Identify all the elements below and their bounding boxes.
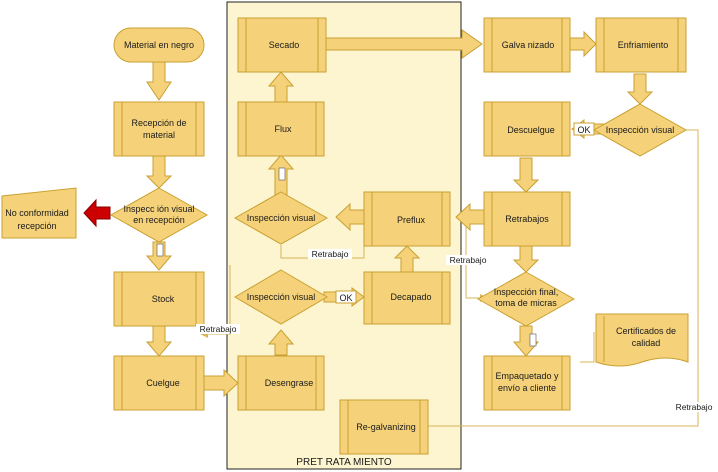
inspeccion-final-label-2: toma de micras: [495, 298, 557, 308]
pretratamiento-label: PRET RATA MIENTO: [296, 457, 392, 468]
arrow-flux-secado: [267, 71, 295, 103]
ok-decapado-connector: OK: [323, 287, 365, 307]
certificados-connector: [580, 332, 595, 363]
stock-box: [113, 271, 205, 327]
retrabajo-preflux-label: Retrabajo: [312, 249, 349, 259]
inspeccion-preflux-label: Inspección visual: [247, 213, 316, 223]
material-en-negro-label: Material en negro: [124, 40, 194, 50]
arrow-retrabajos-left: [455, 202, 485, 232]
inspeccion-preflux-diamond: [233, 191, 329, 245]
empaquetado-label-1: Empaquetado y: [495, 371, 559, 381]
desengrase-label: Desengrase: [265, 378, 314, 388]
enfriamiento-label: Enfriamiento: [618, 40, 669, 50]
process-boxes: [113, 17, 687, 455]
inspeccion-enfriamiento-label: Inspección visual: [606, 125, 675, 135]
inspeccion-final-diamond: [476, 271, 576, 327]
arrow-stock-cuelgue: [145, 325, 173, 357]
cuelgue-box: [113, 355, 205, 411]
arrow-decapado-preflux: [393, 245, 421, 273]
retrabajo-connector-final: [465, 221, 484, 299]
decapado-box: [363, 271, 451, 325]
material-en-negro-terminator: [113, 27, 205, 63]
inspeccion-enfriamiento-diamond: [592, 103, 688, 157]
process-box-sidebars: [121, 18, 679, 454]
retrabajo-regalv-label: Retrabajo: [676, 402, 713, 412]
no-conformidad-label-1: No conformidad: [5, 208, 69, 218]
retrabajos-label: Retrabajos: [505, 214, 549, 224]
inspeccion-recepcion-diamond: [109, 187, 209, 243]
retrabajo-connector-regalv: [428, 129, 699, 427]
inspeccion-recepcion-label-1: Inspecc ión visual: [123, 204, 194, 214]
inspeccion-decapado-diamond: [234, 269, 328, 325]
arrow-enfriamiento-inspeccion: [626, 73, 654, 105]
arrow-secado-galvanizado: [325, 29, 483, 59]
arrow-recepcion-inspeccion: [145, 155, 173, 189]
node-labels: Material en negro Recepción de material …: [5, 40, 676, 432]
no-conformidad-shape: [1, 187, 77, 239]
secado-box: [237, 17, 327, 73]
descuelgue-box: [483, 101, 571, 157]
desengrase-box: [237, 355, 325, 411]
decapado-label: Decapado: [390, 292, 431, 302]
ok-decapado-label: OK: [339, 293, 352, 303]
arrow-retrabajos-final: [512, 244, 540, 273]
arrow-preflux-inspeccion: [335, 202, 365, 232]
inspeccion-decapado-label: Inspección visual: [247, 292, 316, 302]
recepcion-box: [113, 101, 205, 157]
enfriamiento-box: [595, 17, 687, 73]
preflux-box: [363, 191, 451, 247]
retrabajo-labels: Retrabajo Retrabajo Retrabajo Retrabajo: [196, 249, 716, 412]
flux-label: Flux: [274, 124, 292, 134]
arrow-descuelgue-retrabajos: [512, 157, 540, 193]
preflux-label: Preflux: [397, 215, 426, 225]
empaquetado-label-2: envío a cliente: [498, 383, 556, 393]
ok-marks: [156, 167, 537, 347]
ok-descuelgue-label: OK: [577, 125, 590, 135]
secado-label: Secado: [269, 40, 300, 50]
arrow-material-recepcion: [146, 61, 172, 101]
no-conformidad-label-2: recepción: [17, 221, 56, 231]
empaquetado-box: [483, 355, 571, 411]
recepcion-label-1: Recepción de: [131, 118, 186, 128]
galvanizado-label: Galva nizado: [502, 40, 555, 50]
certificados-label-1: Certificados de: [616, 326, 676, 336]
retrabajo-cuelgue-label: Retrabajo: [200, 324, 237, 334]
arrow-desengrase-inspeccion: [267, 329, 295, 356]
retrabajos-box: [483, 191, 571, 247]
certificados-label-2: calidad: [632, 338, 661, 348]
certificados-document: [595, 313, 689, 367]
recepcion-label-2: material: [143, 130, 175, 140]
regalvanizing-box: [339, 399, 429, 455]
regalvanizing-label: Re-galvanizing: [356, 422, 416, 432]
cuelgue-label: Cuelgue: [146, 378, 180, 388]
decision-diamonds: [109, 103, 688, 327]
no-conformidad-red-arrow: [83, 198, 111, 228]
arrow-cuelgue-desengrase: [203, 368, 239, 398]
inspeccion-final-label-1: Inspección final,: [494, 287, 559, 297]
arrow-final-empaquetado: [512, 325, 540, 357]
flux-box: [237, 101, 325, 157]
inspeccion-recepcion-label-2: en recepción: [133, 215, 185, 225]
block-arrows: [145, 29, 654, 398]
descuelgue-label: Descuelgue: [507, 125, 555, 135]
arrow-galvanizado-enfriamiento: [569, 30, 597, 58]
galvanizado-box: [483, 17, 571, 73]
stock-label: Stock: [152, 294, 175, 304]
retrabajo-final-label: Retrabajo: [450, 255, 487, 265]
